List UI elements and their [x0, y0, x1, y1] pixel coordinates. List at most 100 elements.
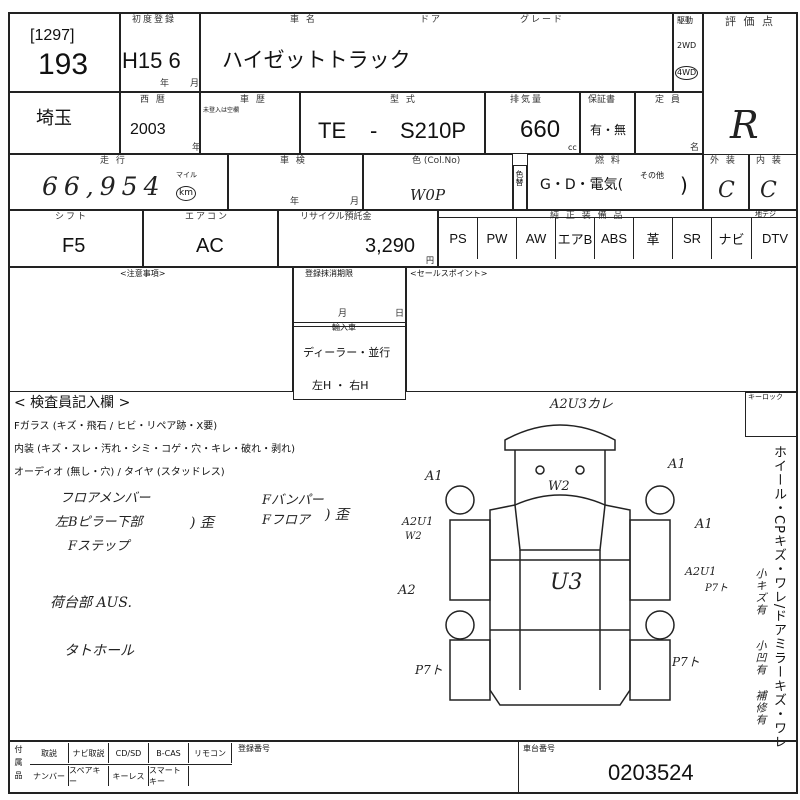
damage-mark: W2: [548, 479, 570, 494]
acc-cd-sd: CD/SD: [109, 743, 149, 763]
warranty-cell: [580, 92, 635, 154]
color-label: 色 (Col.No): [412, 156, 461, 166]
acc-remote: リモコン: [189, 743, 232, 763]
notes-cell: [8, 267, 293, 392]
damage-mark: A1: [695, 517, 713, 532]
interior-cell: [749, 154, 798, 210]
footer-row: [8, 740, 798, 794]
accessories-label: 付属品: [14, 745, 23, 784]
inspector-title: < 検査員記入欄 >: [14, 395, 131, 411]
hand-note: 左Bピラー下部: [55, 515, 143, 530]
side-hand: 補修有: [754, 690, 767, 726]
cc-unit: cc: [568, 143, 577, 152]
history-label: 車 歴: [240, 95, 267, 105]
equipment-label: 純 正 装 備 品: [550, 211, 625, 221]
displacement-cell: [485, 92, 580, 154]
shift-value: F5: [62, 235, 86, 257]
history-note: 未登入は空欄: [203, 107, 240, 114]
history-cell: [200, 92, 300, 154]
first-reg-cell: [120, 12, 200, 92]
damage-mark: U3: [550, 570, 583, 595]
hand-note: ) 歪: [190, 515, 214, 531]
dereg-cell: [293, 267, 406, 327]
interior-line: 内装 (キズ・スレ・汚れ・シミ・コゲ・穴・キレ・破れ・剥れ): [14, 444, 295, 455]
glass-line: Fガラス (キズ・飛石 / ヒビ・リペア跡・X要): [14, 421, 218, 432]
mile-unit: マイル: [176, 171, 197, 179]
km-unit-circled: km: [176, 186, 196, 201]
hand-note: フロアメンバー: [60, 491, 151, 506]
import-hand: 左H ・ 右H: [312, 379, 369, 392]
damage-mark: A2U3カレ: [550, 397, 613, 412]
month-unit: 月: [190, 79, 202, 89]
equip-pw: PW: [477, 217, 516, 259]
score-value: R: [730, 103, 759, 147]
equip-navi: ナビ: [711, 217, 751, 259]
region-cell: [8, 92, 120, 154]
fuel-value: G・D・電気(: [540, 177, 624, 193]
region: 埼玉: [36, 108, 72, 129]
front-bumper: [504, 424, 616, 451]
car-diagram: [445, 424, 675, 706]
sales-label: <セールスポイント>: [410, 269, 488, 278]
year-value: 2003: [130, 121, 166, 138]
model-code: S210P: [400, 118, 467, 143]
equip-aw: AW: [516, 217, 555, 259]
interior-grade: C: [760, 178, 777, 203]
model-prefix: TE: [318, 118, 347, 143]
aircon-label: エアコン: [185, 212, 230, 222]
model-label: 型 式: [390, 95, 417, 105]
score-label: 評 価 点: [725, 15, 775, 28]
dereg-day: 日: [395, 309, 407, 319]
damage-mark: A1: [425, 469, 443, 484]
model-sep: -: [370, 118, 378, 143]
color-change-cell: [513, 165, 527, 210]
damage-mark: P7ト: [705, 583, 729, 594]
equip-abs: ABS: [594, 217, 633, 259]
year-label: 西 暦: [140, 95, 167, 105]
yen-unit: 円: [426, 256, 434, 265]
recycle-cell: [278, 210, 438, 267]
exterior-grade: C: [718, 178, 735, 203]
damage-mark: P7ト: [672, 655, 700, 669]
car-name-label: 車 名: [290, 15, 317, 25]
keylock-cell: [745, 392, 798, 437]
damage-mark: P7ト: [415, 663, 443, 677]
equip-sr: SR: [672, 217, 711, 259]
keylock-label: キーロック: [748, 393, 783, 401]
notes-label: <注意事項>: [120, 269, 166, 278]
drive-4wd-circled: 4WD: [675, 66, 699, 80]
dereg-month: 月: [338, 309, 350, 319]
lot-cell: [8, 12, 120, 92]
mileage-cell: [8, 154, 228, 210]
inspection-year: 年: [290, 197, 302, 207]
exterior-cell: [703, 154, 749, 210]
equip-dtv: DTV: [751, 217, 798, 259]
capacity-cell: [635, 92, 703, 154]
acc-bcas: B-CAS: [149, 743, 189, 763]
side-note: ホイール・CPキズ・ワレ/ドアミラーキズ・ワレ: [771, 445, 786, 750]
first-reg-label: 初度登録: [132, 15, 177, 25]
acc-manual: 取説: [30, 743, 69, 763]
side-hand: 小凹有: [754, 640, 767, 676]
exterior-label: 外 装: [710, 156, 737, 166]
damage-mark: W2: [405, 531, 422, 542]
damage-mark: A2U1: [685, 565, 717, 578]
car-name-cell: [200, 12, 673, 92]
acc-navi-manual: ナビ取説: [69, 743, 109, 763]
drive-cell: [673, 12, 703, 92]
equip-leather: 革: [633, 217, 672, 259]
shift-label: シフト: [55, 212, 89, 222]
aircon-cell: [143, 210, 278, 267]
hand-note: タトホール: [64, 643, 134, 659]
tv-label: 地デジ: [755, 210, 776, 218]
recycle-value: 3,290: [365, 235, 416, 257]
inspection-cell: [228, 154, 363, 210]
lot-number: 193: [38, 48, 89, 81]
car-name: ハイゼットトラック: [222, 48, 411, 72]
interior-label: 内 装: [756, 156, 783, 166]
recycle-label: リサイクル預託金: [300, 212, 372, 222]
grade-label: グレード: [520, 15, 565, 25]
fuel-paren: ): [680, 173, 688, 197]
equip-airbag: エアB: [555, 217, 594, 259]
acc-spare-key: スペアキー: [69, 766, 109, 786]
